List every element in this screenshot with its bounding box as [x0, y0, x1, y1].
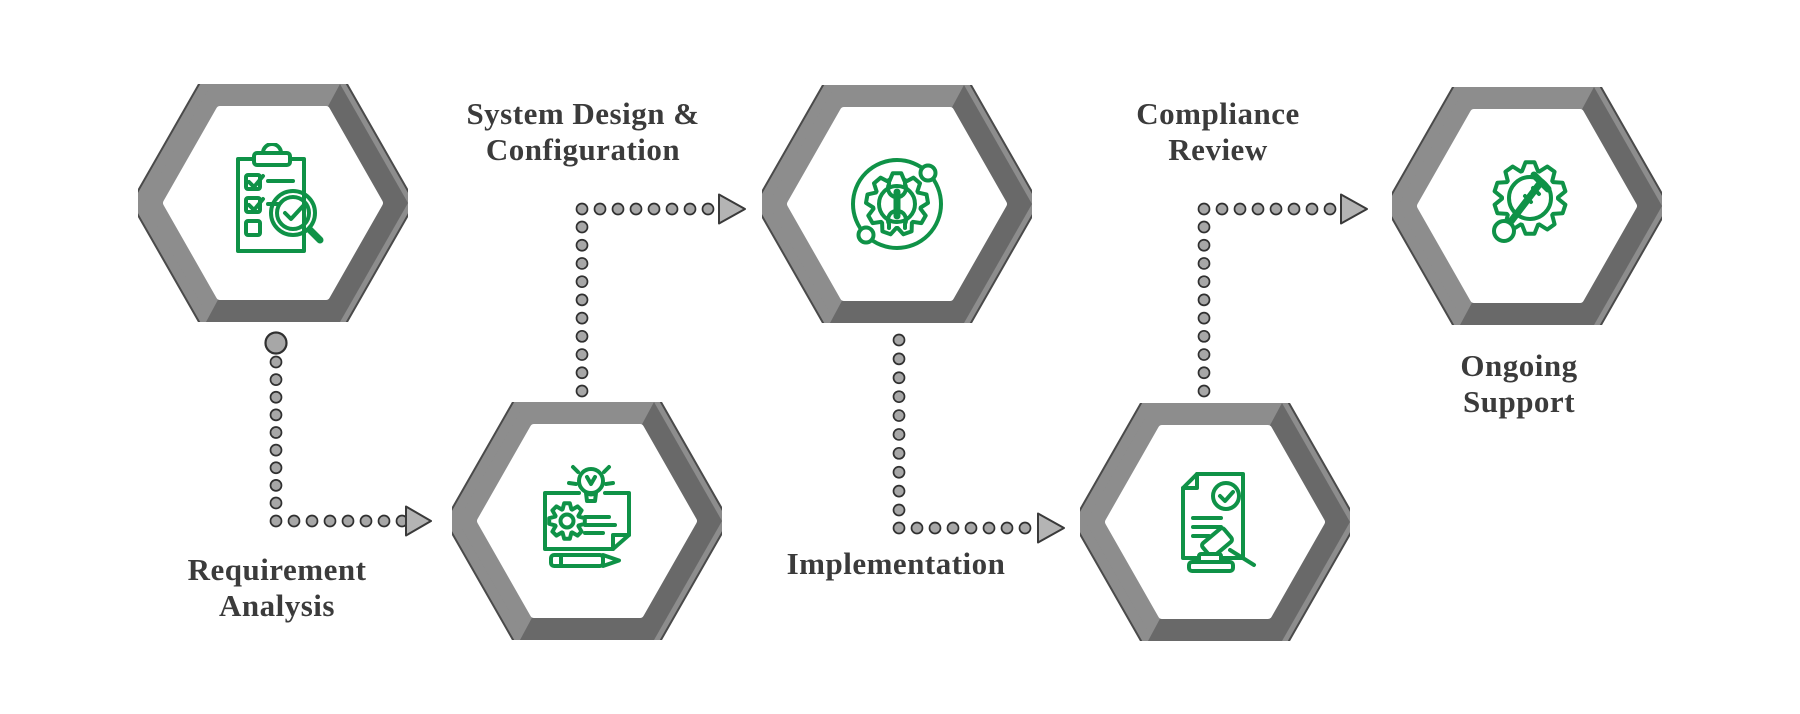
hexagon-long-shadow	[1148, 403, 1350, 641]
hexagon-node-compliance-review	[1080, 403, 1350, 641]
hexagon-shape	[452, 402, 722, 640]
gear-wrench-orbit-icon	[851, 158, 943, 250]
hexagon-node-system-design	[452, 402, 722, 640]
clipboard-checklist-magnifier-icon	[236, 143, 324, 253]
label-requirement-analysis: Requirement Analysis	[187, 552, 367, 623]
label-ongoing-support: Ongoing Support	[1460, 348, 1578, 419]
hexagon-long-shadow	[206, 84, 408, 322]
label-system-design-configuration: System Design & Configuration	[466, 96, 700, 167]
hexagon-long-shadow	[830, 85, 1032, 323]
hexagon-long-shadow	[1460, 87, 1662, 325]
label-implementation: Implementation	[786, 546, 1006, 581]
gear-key-icon	[1492, 160, 1568, 243]
hexagon-node-ongoing-support	[1392, 87, 1662, 325]
document-check-gavel-icon	[1181, 472, 1256, 573]
design-board-gear-bulb-pencil-icon	[543, 465, 631, 568]
label-compliance-review: Compliance Review	[1136, 96, 1300, 167]
hexagon-shape	[138, 84, 408, 322]
hexagon-node-requirement-analysis	[138, 84, 408, 322]
hexagon-shape	[762, 85, 1032, 323]
hexagon-long-shadow	[520, 402, 722, 640]
hexagon-shape	[1080, 403, 1350, 641]
hexagon-node-implementation	[762, 85, 1032, 323]
